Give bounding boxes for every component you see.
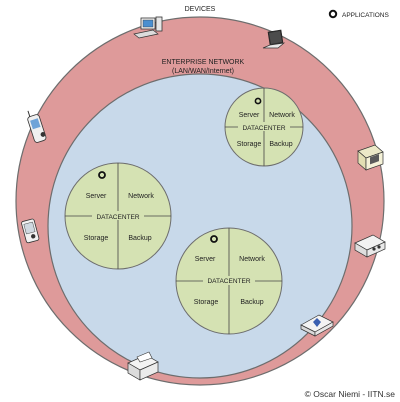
legend: APPLICATIONS: [328, 9, 390, 19]
devices-label: DEVICES: [185, 6, 216, 13]
wireless-router-icon: [300, 314, 334, 337]
application-marker-icon: [210, 235, 218, 243]
backup-label: Backup: [269, 141, 292, 148]
network-quadrant-label: Network: [269, 112, 295, 119]
printer-icon: [127, 351, 159, 381]
desktop-computer-icon: [133, 16, 163, 39]
datacenter-label: DATACENTER: [242, 125, 285, 132]
server-label: Server: [86, 193, 107, 200]
laptop-icon: [262, 29, 286, 49]
storage-label: Storage: [237, 141, 262, 148]
server-label: Server: [195, 256, 216, 263]
application-marker-icon: [254, 97, 262, 105]
datacenter-2: Server Network DATACENTER Storage Backup: [64, 162, 172, 270]
application-marker-icon: [328, 9, 338, 19]
datacenter-label: DATACENTER: [207, 278, 250, 285]
storage-label: Storage: [194, 299, 219, 306]
server-label: Server: [239, 112, 260, 119]
datacenter-label: DATACENTER: [96, 214, 139, 221]
network-quadrant-label: Network: [239, 256, 265, 263]
network-quadrant-label: Network: [128, 193, 154, 200]
mobile-phone-icon: [27, 110, 47, 143]
network-subtitle: (LAN/WAN/Internet): [172, 68, 234, 75]
network-appliance-icon: [354, 234, 386, 258]
application-marker-icon: [98, 171, 106, 179]
datacenter-3: Server Network DATACENTER Storage Backup: [175, 227, 283, 335]
network-title: ENTERPRISE NETWORK: [162, 59, 245, 66]
datacenter-1: Server Network DATACENTER Storage Backup: [224, 87, 304, 167]
pda-icon: [21, 218, 40, 244]
backup-label: Backup: [240, 299, 263, 306]
backup-label: Backup: [128, 235, 151, 242]
credit-text: © Oscar Niemi - IITN.se: [305, 389, 396, 399]
atm-terminal-icon: [357, 144, 384, 171]
legend-label: APPLICATIONS: [342, 12, 390, 19]
storage-label: Storage: [84, 235, 109, 242]
